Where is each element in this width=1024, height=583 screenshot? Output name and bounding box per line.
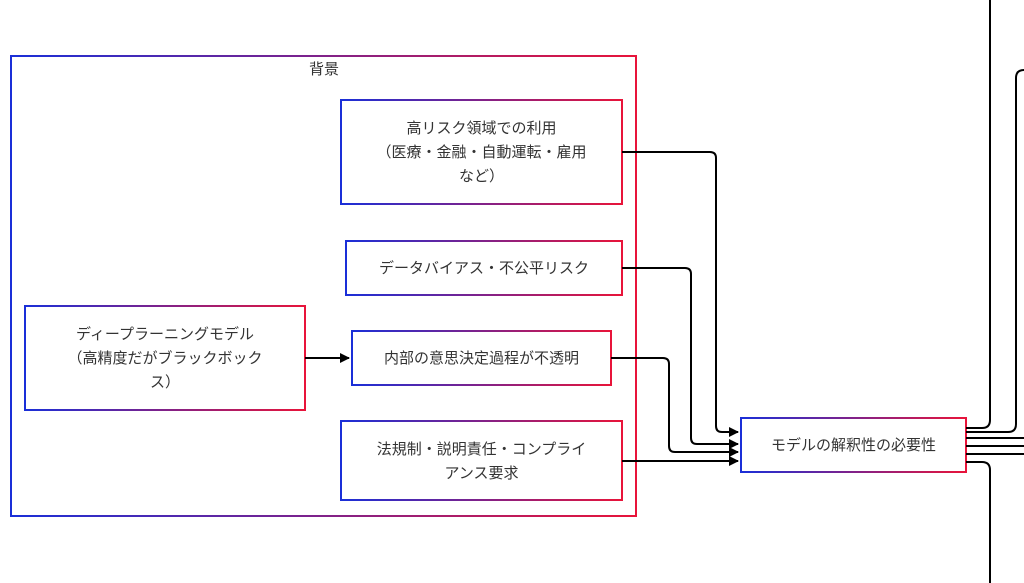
node-opaque-frame	[351, 330, 612, 386]
edge-opaque-to-need	[611, 357, 739, 457]
edge-out-lower	[966, 461, 991, 583]
node-need: モデルの解釈性の必要性	[770, 436, 936, 454]
edge-data-bias-to-need	[622, 267, 739, 449]
node-regulation-frame	[340, 420, 623, 501]
edge-out-upper-2	[966, 69, 1024, 433]
node-data-bias: データバイアス・不公平リスク	[378, 259, 589, 277]
edge-out-upper	[966, 0, 991, 429]
background-group-frame	[10, 55, 637, 517]
node-need-frame	[740, 417, 967, 473]
node-high-risk: 高リスク領域での利用 （医療・金融・自動運転・雇用 など）	[376, 119, 587, 185]
node-deep-learning: ディープラーニングモデル （高精度だがブラックボック ス）	[67, 325, 263, 391]
edge-high-risk-to-need	[622, 151, 739, 437]
node-regulation: 法規制・説明責任・コンプライ アンス要求	[376, 439, 587, 482]
node-high-risk-frame	[340, 99, 623, 205]
node-opaque: 内部の意思決定過程が不透明	[383, 349, 579, 367]
node-data-bias-frame	[345, 240, 623, 296]
group-title: 背景	[308, 60, 339, 78]
